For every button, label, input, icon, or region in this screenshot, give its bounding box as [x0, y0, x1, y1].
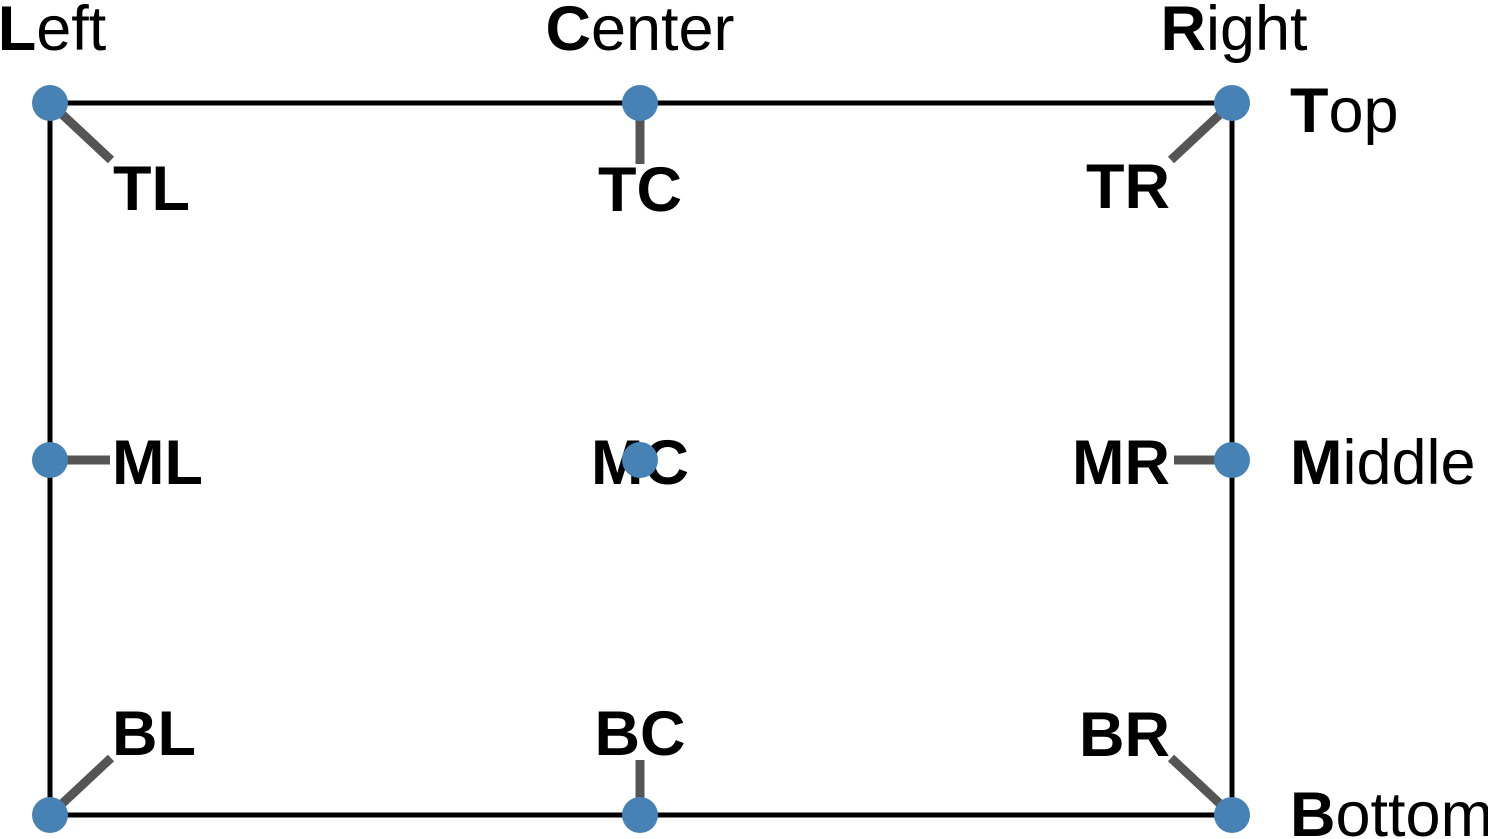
anchor-dot-tl — [32, 85, 68, 121]
row-header-bottom-bold: B — [1290, 780, 1336, 839]
anchor-label-bl: BL — [112, 699, 196, 769]
row-header-bottom-rest: ottom — [1336, 780, 1488, 839]
anchor-label-bc: BC — [595, 699, 686, 769]
column-header-left-bold: L — [0, 0, 36, 64]
anchor-dot-mc — [622, 442, 658, 478]
anchor-dot-bl — [32, 797, 68, 833]
anchor-label-tc: TC — [598, 155, 682, 225]
anchor-label-br: BR — [1079, 700, 1170, 770]
anchor-label-tl: TL — [113, 154, 190, 224]
row-header-bottom: Bottom — [1290, 780, 1488, 839]
column-header-center-bold: C — [545, 0, 591, 64]
row-header-top-bold: T — [1290, 76, 1328, 146]
anchor-label-ml: ML — [112, 428, 203, 498]
column-header-left-rest: eft — [36, 0, 107, 64]
anchor-dot-ml — [32, 442, 68, 478]
column-header-center: Center — [545, 0, 734, 64]
row-header-top: Top — [1290, 76, 1399, 146]
column-header-center-rest: enter — [591, 0, 735, 64]
row-header-middle: Middle — [1290, 428, 1476, 498]
anchor-dot-tr — [1214, 85, 1250, 121]
anchor-dot-bc — [622, 797, 658, 833]
row-header-middle-rest: iddle — [1342, 428, 1475, 498]
column-header-right-rest: ight — [1206, 0, 1308, 64]
anchor-dot-mr — [1214, 442, 1250, 478]
column-header-right-bold: R — [1160, 0, 1206, 64]
anchor-dot-tc — [622, 85, 658, 121]
anchor-label-mr: MR — [1072, 428, 1170, 498]
column-header-left: Left — [0, 0, 107, 64]
column-header-right: Right — [1160, 0, 1308, 64]
row-header-top-rest: op — [1328, 76, 1398, 146]
anchor-label-tr: TR — [1086, 152, 1170, 222]
row-header-middle-bold: M — [1290, 428, 1342, 498]
anchor-dot-br — [1214, 797, 1250, 833]
